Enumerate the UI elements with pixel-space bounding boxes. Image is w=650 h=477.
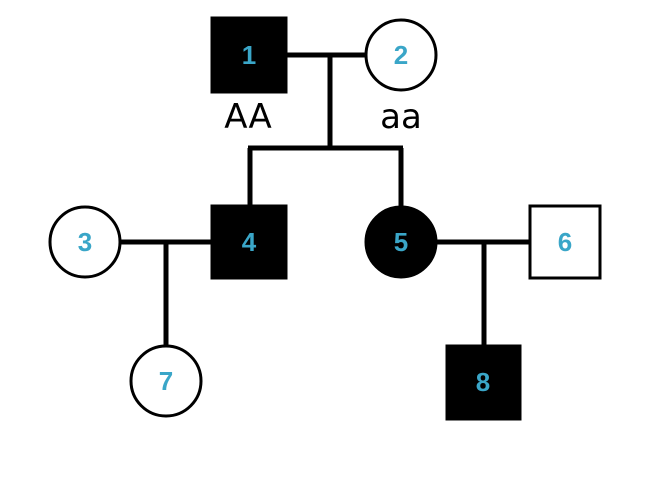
individual-6-label: 6 <box>558 227 572 257</box>
unaffected-female-symbol <box>129 344 203 418</box>
individual-3: 3 <box>48 205 122 279</box>
individual-5: 5 <box>364 205 438 279</box>
individual-1: 1 <box>210 16 288 94</box>
unaffected-female-symbol <box>364 18 438 92</box>
affected-male-symbol <box>445 344 522 421</box>
unaffected-male-symbol <box>528 204 602 280</box>
individual-8: 8 <box>445 344 522 421</box>
unaffected-female-symbol <box>48 205 122 279</box>
individual-2-label: 2 <box>394 40 408 70</box>
individual-8-label: 8 <box>476 367 490 397</box>
individual-4: 4 <box>210 204 288 280</box>
individual-4-label: 4 <box>242 227 257 257</box>
affected-male-symbol <box>210 16 288 94</box>
pedigree-lines <box>120 52 530 346</box>
individual-7: 7 <box>129 344 203 418</box>
individual-3-label: 3 <box>78 227 92 257</box>
affected-male-symbol <box>210 204 288 280</box>
genotype-1: AA <box>224 97 271 137</box>
individual-1-label: 1 <box>242 40 256 70</box>
individual-6: 6 <box>528 204 602 280</box>
genotype-2: aa <box>380 97 422 137</box>
individual-5-label: 5 <box>394 227 408 257</box>
individual-7-label: 7 <box>159 366 173 396</box>
affected-female-symbol <box>364 205 438 279</box>
individual-2: 2 <box>364 18 438 92</box>
